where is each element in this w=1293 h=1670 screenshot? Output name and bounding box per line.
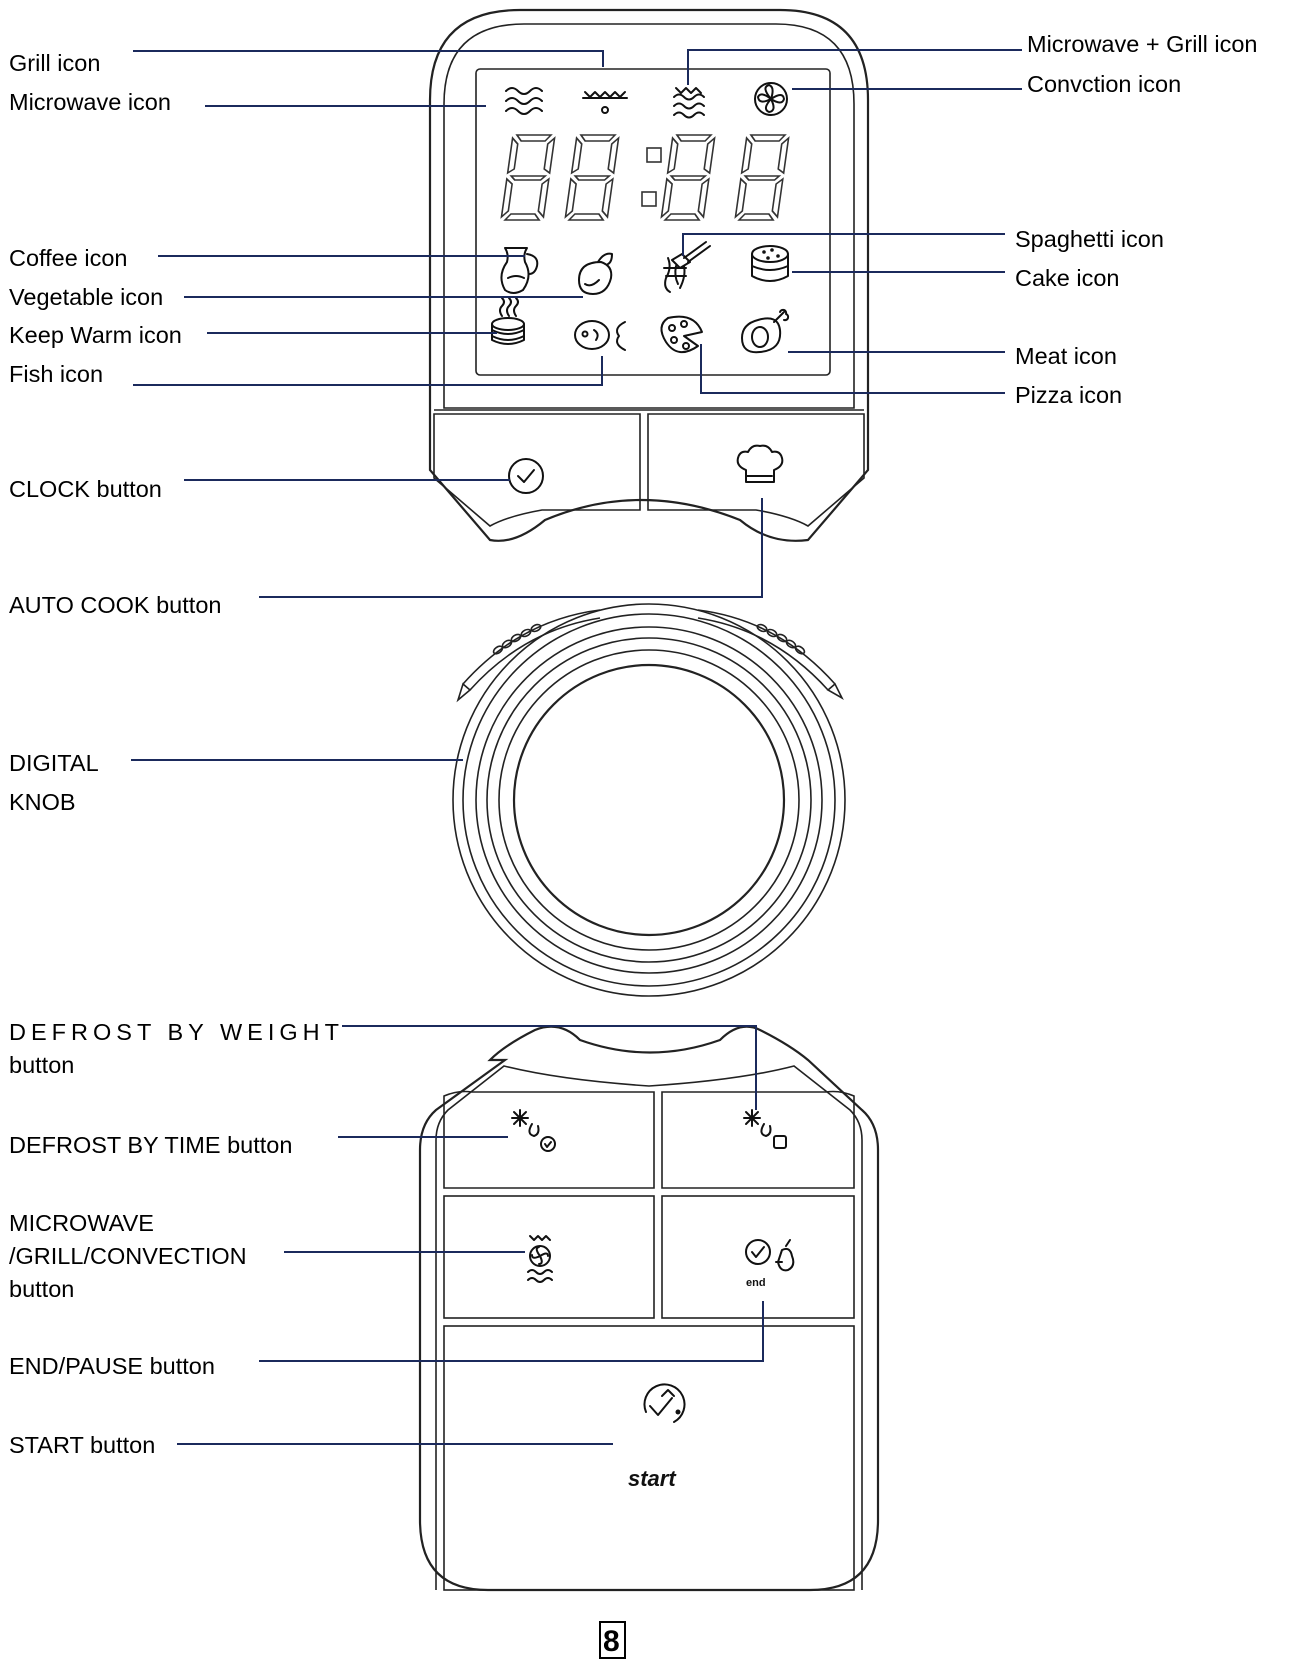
defrost-by-weight-button[interactable]	[661, 1090, 855, 1189]
label-digital-knob-line1: DIGITAL	[9, 750, 99, 776]
end-pause-button[interactable]: end	[661, 1195, 855, 1319]
label-microwave-icon: Microwave icon	[9, 89, 171, 115]
microwave-grill-icon	[673, 87, 705, 119]
label-clock-button: CLOCK button	[9, 476, 162, 502]
start-icon-text: start	[628, 1466, 677, 1491]
label-grill-icon: Grill icon	[9, 50, 100, 76]
label-keep-warm-icon: Keep Warm icon	[9, 322, 182, 348]
pizza-icon	[660, 315, 703, 353]
lcd-display	[475, 68, 831, 376]
vegetable-icon	[578, 252, 613, 295]
label-defrost-time-button: DEFROST BY TIME button	[9, 1132, 292, 1158]
grill-icon	[582, 91, 628, 114]
keep-warm-icon	[491, 297, 525, 345]
label-mgc-line2: /GRILL/CONVECTION	[9, 1243, 247, 1269]
page-number-box: 8	[599, 1621, 626, 1659]
label-cake-icon: Cake icon	[1015, 265, 1120, 291]
microwave-grill-convection-button[interactable]	[443, 1195, 655, 1319]
end-icon-text: end	[746, 1277, 766, 1289]
callout-labels: Grill icon Microwave icon Microwave + Gr…	[9, 31, 1258, 1458]
label-microwave-grill-icon: Microwave + Grill icon	[1027, 31, 1258, 57]
defrost-by-time-button[interactable]	[443, 1090, 655, 1189]
label-defrost-weight-line1: DEFROST BY WEIGHT	[9, 1019, 339, 1045]
label-auto-cook-button: AUTO COOK button	[9, 592, 221, 618]
label-vegetable-icon: Vegetable icon	[9, 284, 163, 310]
page-number: 8	[603, 1625, 620, 1658]
cake-icon	[751, 245, 789, 282]
digital-knob[interactable]	[452, 603, 846, 997]
label-defrost-weight-line2: button	[9, 1052, 74, 1078]
fish-icon	[574, 320, 626, 351]
label-convection-icon: Convction icon	[1027, 71, 1181, 97]
label-mgc-line1: MICROWAVE	[9, 1210, 154, 1236]
label-start-button: START button	[9, 1432, 155, 1458]
start-button[interactable]: start	[443, 1325, 855, 1591]
label-coffee-icon: Coffee icon	[9, 245, 127, 271]
label-fish-icon: Fish icon	[9, 361, 103, 387]
clock-button[interactable]	[433, 413, 641, 527]
lower-panel	[418, 1025, 880, 1592]
convection-icon	[754, 82, 788, 116]
label-spaghetti-icon: Spaghetti icon	[1015, 226, 1164, 252]
label-digital-knob-line2: KNOB	[9, 789, 76, 815]
label-end-pause-button: END/PAUSE button	[9, 1353, 215, 1379]
label-meat-icon: Meat icon	[1015, 343, 1117, 369]
upper-panel	[428, 8, 870, 542]
coffee-icon	[500, 247, 539, 294]
auto-cook-button[interactable]	[647, 413, 865, 527]
callout-lines	[131, 49, 1022, 1445]
microwave-icon	[505, 87, 543, 115]
time-digits	[500, 134, 790, 221]
meat-icon	[741, 308, 790, 354]
spaghetti-icon	[663, 241, 711, 293]
label-pizza-icon: Pizza icon	[1015, 382, 1122, 408]
label-mgc-line3: button	[9, 1276, 74, 1302]
